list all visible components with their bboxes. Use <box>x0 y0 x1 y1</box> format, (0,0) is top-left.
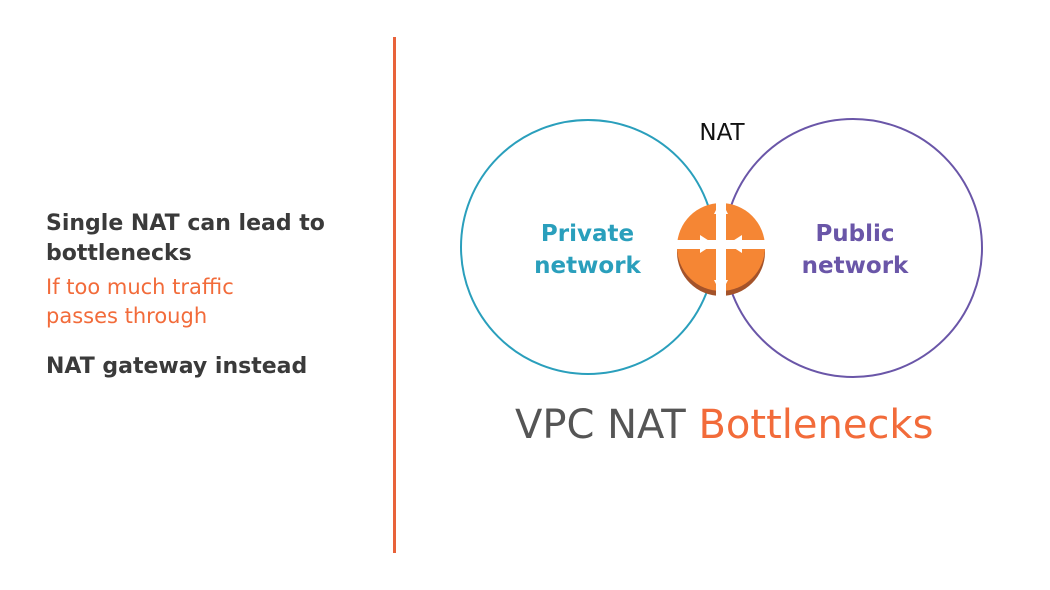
public-network-label: Public network <box>801 221 909 279</box>
title-part1: VPC NAT <box>515 402 686 448</box>
title-part2: Bottlenecks <box>698 402 934 448</box>
slide-title: VPC NAT Bottlenecks <box>515 402 933 448</box>
bullet-bottleneck-detail: If too much traffic passes through <box>46 275 234 328</box>
bullet-nat-gateway: NAT gateway instead <box>46 354 308 379</box>
nat-label: NAT <box>699 120 745 146</box>
bullet-bottleneck: Single NAT can lead to bottlenecks <box>46 211 325 266</box>
divider-line <box>393 37 396 553</box>
private-network-label: Private network <box>534 221 641 279</box>
nat-router-icon <box>675 200 767 296</box>
